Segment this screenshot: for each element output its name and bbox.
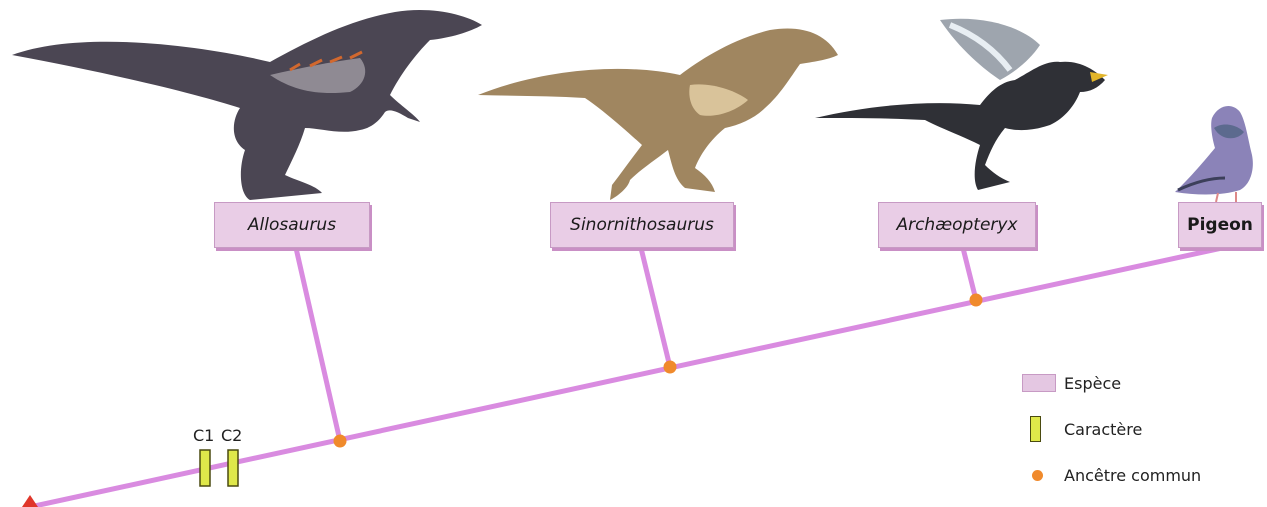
character-swatch bbox=[1030, 416, 1041, 442]
species-label-archaeopteryx: Archæopteryx bbox=[878, 202, 1036, 248]
species-label-allosaurus: Allosaurus bbox=[214, 202, 370, 248]
ancestor-swatch bbox=[1032, 469, 1043, 481]
root-marker bbox=[22, 495, 38, 507]
legend-row-character: Caractère bbox=[1018, 406, 1258, 452]
species-swatch bbox=[1022, 374, 1056, 392]
legend-species-label: Espèce bbox=[1064, 373, 1122, 393]
legend-character-label: Caractère bbox=[1064, 419, 1143, 439]
legend: Espèce Caractère Ancêtre commun bbox=[1018, 360, 1258, 498]
character-bar-c2 bbox=[227, 449, 239, 487]
ancestor-node bbox=[663, 360, 677, 374]
pigeon-illustration bbox=[1175, 106, 1253, 203]
legend-row-ancestor: Ancêtre commun bbox=[1018, 452, 1258, 498]
branch-archaeopteryx bbox=[960, 245, 979, 303]
species-label-pigeon: Pigeon bbox=[1178, 202, 1262, 248]
species-label-sinornithosaurus: Sinornithosaurus bbox=[550, 202, 734, 248]
archaeopteryx-illustration bbox=[815, 18, 1108, 190]
character-label-c1: C1 bbox=[193, 426, 215, 445]
character-label-c2: C2 bbox=[221, 426, 243, 445]
sinornithosaurus-illustration bbox=[478, 28, 838, 200]
branch-sinornithosaurus bbox=[638, 245, 673, 370]
ancestor-node bbox=[969, 293, 983, 307]
allosaurus-illustration bbox=[12, 9, 482, 201]
ancestor-node bbox=[333, 434, 347, 448]
branch-allosaurus bbox=[293, 245, 343, 444]
legend-ancestor-label: Ancêtre commun bbox=[1064, 465, 1202, 485]
character-bar-c1 bbox=[199, 449, 211, 487]
legend-row-species: Espèce bbox=[1018, 360, 1258, 406]
